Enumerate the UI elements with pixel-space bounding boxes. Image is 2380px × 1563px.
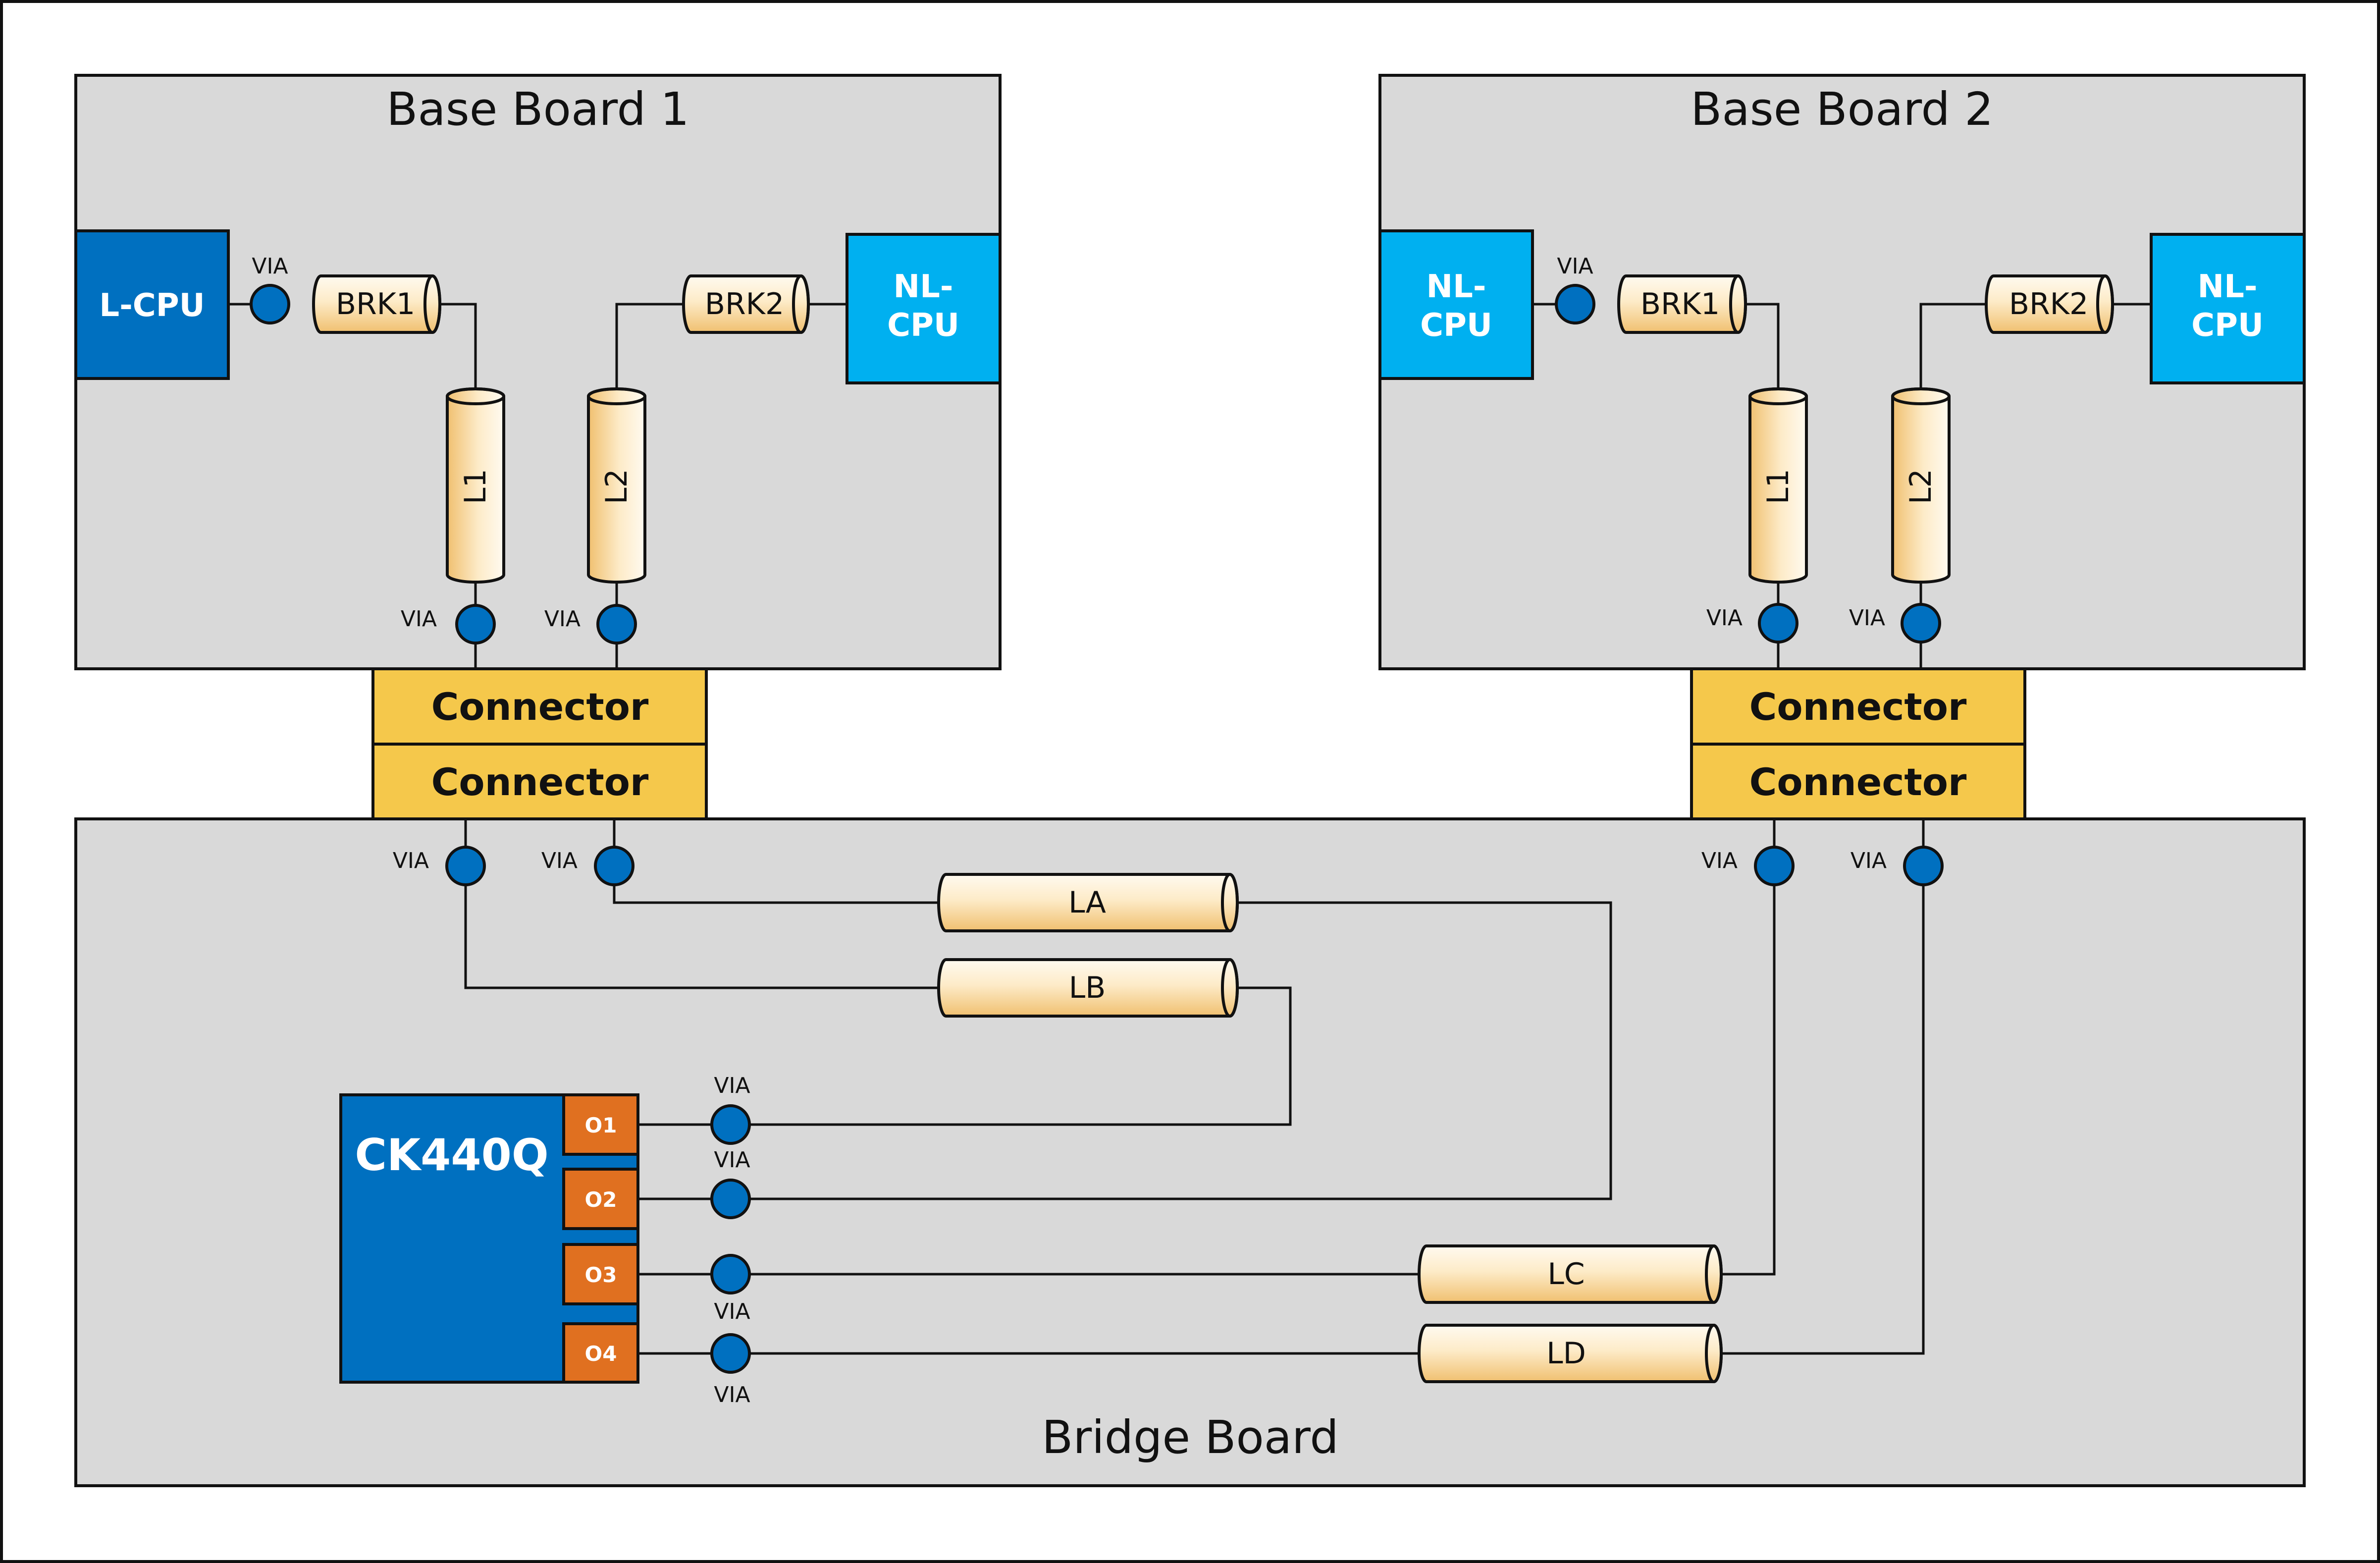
l-cpu-label: L-CPU — [99, 287, 205, 324]
via-label: VIA — [541, 848, 578, 873]
tline-label: BRK2 — [2009, 287, 2088, 322]
base-board-2-title: Base Board 2 — [1691, 83, 1993, 136]
nl-cpu-label-line1: NL- — [1427, 269, 1486, 305]
via-label: VIA — [1701, 848, 1738, 873]
connector-upper — [371, 667, 708, 746]
tline-brk2-bb1: BRK2 — [682, 274, 810, 334]
output-port-o3 — [562, 1243, 639, 1305]
nl-cpu-label-line2: CPU — [1420, 307, 1492, 344]
port-label: O4 — [585, 1342, 617, 1366]
tline-la: LA — [937, 873, 1239, 932]
connector-stack-left: Connector Connector — [371, 667, 708, 820]
connector-label: Connector — [1749, 760, 1967, 804]
base-board-1-title: Base Board 1 — [386, 83, 689, 136]
tline-label: L1 — [458, 469, 493, 504]
output-port-o2 — [562, 1168, 639, 1230]
tline-ld: LD — [1418, 1324, 1723, 1383]
bridge-board-title: Bridge Board — [1042, 1411, 1339, 1464]
via-label: VIA — [252, 254, 288, 279]
via-label: VIA — [393, 848, 429, 873]
tline-label: LC — [1547, 1257, 1585, 1292]
nl-cpu-label-line2: CPU — [887, 307, 959, 344]
port-label: O2 — [585, 1187, 617, 1212]
tline-l2-bb2: L2 — [1891, 387, 1951, 584]
port-label: O3 — [585, 1263, 617, 1287]
tline-label: LD — [1546, 1336, 1586, 1371]
via-label: VIA — [1706, 605, 1743, 631]
l-cpu-bb1 — [74, 229, 230, 380]
via-dot — [1901, 603, 1941, 644]
connector-stack-right: Connector Connector — [1690, 667, 2026, 820]
via-dot — [710, 1254, 751, 1294]
via-dot — [710, 1333, 751, 1374]
output-port-o1 — [562, 1093, 639, 1156]
tline-lc: LC — [1418, 1244, 1723, 1304]
via-dot — [455, 604, 496, 645]
tline-brk1-bb1: BRK1 — [312, 274, 441, 334]
connector-label: Connector — [431, 685, 649, 729]
tline-l1-bb1: L1 — [446, 387, 505, 584]
tline-label: L1 — [1761, 469, 1796, 504]
nl-cpu-label-line1: NL- — [894, 269, 953, 305]
via-label: VIA — [1849, 605, 1885, 631]
via-dot — [1758, 603, 1798, 644]
tline-brk1-bb2: BRK1 — [1617, 274, 1747, 334]
ck440q-label: CK440Q — [355, 1130, 548, 1181]
via-label: VIA — [714, 1073, 750, 1098]
via-label: VIA — [1851, 848, 1887, 873]
via-label: VIA — [401, 606, 437, 632]
via-label: VIA — [714, 1147, 750, 1173]
vias: VIA VIA VIA VIA VIA VIA VIA VIA VIA VIA … — [250, 254, 1944, 1407]
nl-cpu-bb2-right — [2150, 233, 2306, 384]
tline-label: L2 — [599, 469, 634, 504]
via-dot — [1754, 846, 1795, 886]
via-label: VIA — [714, 1382, 750, 1407]
nl-cpu-bb2-left — [1378, 229, 1534, 380]
tline-lb: LB — [937, 958, 1239, 1018]
tline-label: BRK2 — [705, 287, 784, 322]
connector-lower — [1690, 743, 2026, 820]
via-dot — [594, 846, 635, 886]
via-dot — [710, 1104, 751, 1145]
tline-label: LB — [1069, 970, 1106, 1005]
via-label: VIA — [714, 1299, 750, 1324]
connector-label: Connector — [431, 760, 649, 804]
tline-label: LA — [1068, 885, 1106, 920]
via-dot — [1555, 284, 1595, 324]
nl-cpu-bb1 — [846, 233, 1002, 384]
via-dot — [445, 846, 486, 886]
tline-brk2-bb2: BRK2 — [1985, 274, 2114, 334]
tline-label: BRK1 — [336, 287, 415, 322]
clock-chip-ck440q: CK440Q O1 O2 O3 O4 — [339, 1093, 639, 1384]
connector-label: Connector — [1749, 685, 1967, 729]
via-dot — [596, 604, 637, 645]
tline-l1-bb2: L1 — [1748, 387, 1808, 584]
nl-cpu-label-line2: CPU — [2191, 307, 2264, 344]
tline-label: L2 — [1904, 469, 1938, 504]
tline-l2-bb1: L2 — [587, 387, 646, 584]
output-port-o4 — [562, 1322, 639, 1384]
via-dot — [250, 284, 290, 324]
via-label: VIA — [544, 606, 581, 632]
port-label: O1 — [585, 1113, 617, 1137]
via-label: VIA — [1557, 254, 1593, 279]
connector-lower — [371, 743, 708, 820]
nl-cpu-label-line1: NL- — [2198, 269, 2258, 305]
via-dot — [1903, 846, 1944, 886]
tline-label: BRK1 — [1640, 287, 1720, 322]
via-dot — [710, 1179, 751, 1219]
